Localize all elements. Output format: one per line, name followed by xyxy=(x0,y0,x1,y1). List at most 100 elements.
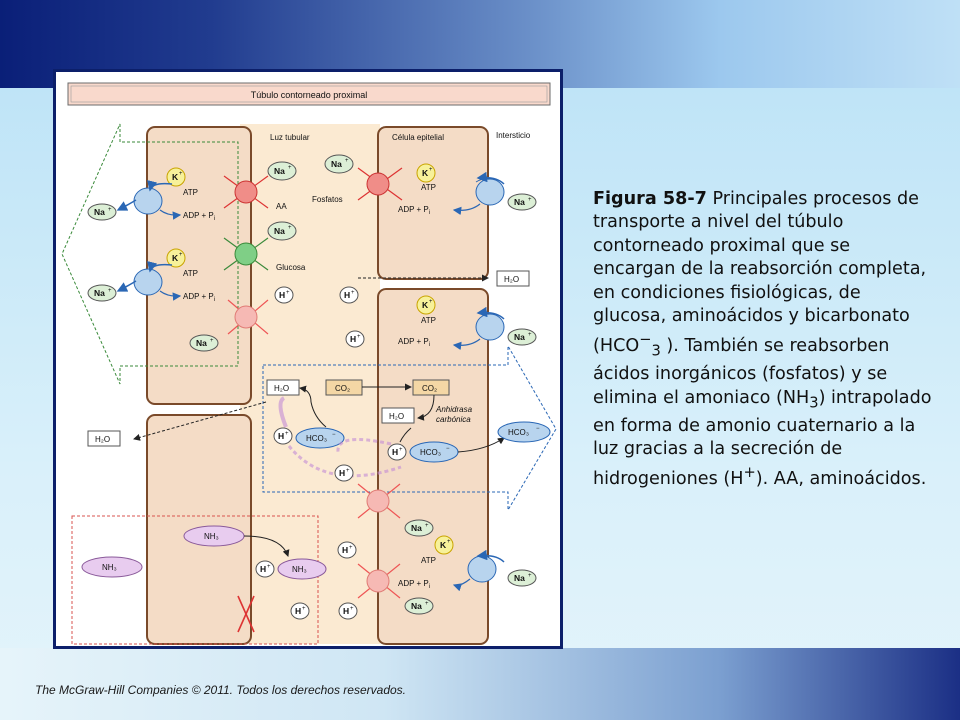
svg-text:HCO₃: HCO₃ xyxy=(508,428,529,437)
svg-text:+: + xyxy=(528,332,532,338)
svg-text:+: + xyxy=(288,225,292,231)
transport-diagram: Túbulo contorneado proximal Luz tubular … xyxy=(61,82,557,645)
na-glucose-cotransporter: Na + Glucosa xyxy=(223,221,306,272)
na-aa-cotransporter: Na + AA xyxy=(223,161,297,211)
h2o-box-right xyxy=(496,270,530,287)
svg-text:H: H xyxy=(339,468,345,478)
caption-sub-3: 3 xyxy=(651,342,661,360)
reabsorption-arrow-left xyxy=(61,123,239,385)
caption-text-1: Principales procesos de transporte a niv… xyxy=(593,189,927,357)
svg-text:H: H xyxy=(392,447,398,457)
svg-text:+: + xyxy=(286,290,290,296)
ammonia-box xyxy=(71,515,319,645)
svg-text:K: K xyxy=(172,253,179,263)
diagram-panel: Túbulo contorneado proximal Luz tubular … xyxy=(53,69,563,649)
svg-text:+: + xyxy=(425,523,429,529)
svg-text:+: + xyxy=(350,606,354,612)
svg-text:Na: Na xyxy=(94,207,105,217)
h-ion-lumen-2: H + xyxy=(345,330,365,348)
background-footer-band xyxy=(0,648,960,720)
svg-text:+: + xyxy=(108,207,112,213)
figure-caption: Figura 58-7 Principales procesos de tran… xyxy=(593,188,938,492)
svg-text:+: + xyxy=(210,338,214,344)
svg-text:+: + xyxy=(357,334,361,340)
svg-text:+: + xyxy=(288,165,292,171)
svg-text:H: H xyxy=(344,290,350,300)
svg-text:CO₂: CO₂ xyxy=(422,384,437,393)
ammonia-pathway: NH₃ NH₃ H + NH₃ H + xyxy=(81,525,327,633)
svg-text:+: + xyxy=(425,601,429,607)
svg-text:ADP + P: ADP + P xyxy=(398,337,429,346)
svg-text:+: + xyxy=(345,158,349,164)
svg-text:+: + xyxy=(349,545,353,551)
cell-left-top xyxy=(146,126,252,405)
h-ion-lumen-3: H + xyxy=(334,464,354,482)
svg-text:ADP + P: ADP + P xyxy=(183,211,214,220)
svg-text:+: + xyxy=(267,564,271,570)
na-k-pump-right-3: K + Na + ATP ADP + P i xyxy=(398,535,537,592)
na-h-exchanger-left: H + Na + xyxy=(189,286,294,352)
cell-right-top xyxy=(377,126,489,280)
bicarbonate-arrow-right xyxy=(262,344,557,512)
svg-text:Na: Na xyxy=(274,226,285,236)
svg-text:NH₃: NH₃ xyxy=(102,563,117,572)
na-k-pump-left-1: K + Na + ATP ADP + P i xyxy=(87,167,215,222)
svg-text:Na: Na xyxy=(514,197,525,207)
svg-text:H₂O: H₂O xyxy=(504,275,519,284)
svg-text:Fosfatos: Fosfatos xyxy=(312,195,343,204)
svg-text:AA: AA xyxy=(276,202,287,211)
caption-sup-plus: + xyxy=(743,464,756,482)
svg-text:+: + xyxy=(302,606,306,612)
svg-text:ATP: ATP xyxy=(183,269,198,278)
svg-text:H: H xyxy=(279,290,285,300)
svg-text:K: K xyxy=(440,540,447,550)
bicarbonate-chemistry: H₂O CO₂ CO₂ H₂O Anhidrasa carbónica H + … xyxy=(266,379,551,478)
svg-text:−: − xyxy=(536,426,540,432)
svg-text:CO₂: CO₂ xyxy=(335,384,350,393)
svg-text:ATP: ATP xyxy=(421,183,436,192)
title-bar xyxy=(67,82,551,106)
svg-text:ATP: ATP xyxy=(421,316,436,325)
svg-text:i: i xyxy=(214,297,215,303)
svg-text:Na: Na xyxy=(411,601,422,611)
svg-text:NH₃: NH₃ xyxy=(292,565,307,574)
svg-text:+: + xyxy=(179,252,183,258)
caption-figure-number: Figura 58-7 xyxy=(593,189,707,209)
cell-right-bottom xyxy=(377,288,489,645)
svg-text:Anhidrasa: Anhidrasa xyxy=(435,405,473,414)
svg-text:H₂O: H₂O xyxy=(389,412,404,421)
caption-sup-minus: − xyxy=(639,331,652,349)
svg-text:+: + xyxy=(447,539,451,545)
na-phosphate-cotransporter: Na + Fosfatos xyxy=(312,154,403,204)
svg-text:Na: Na xyxy=(514,573,525,583)
title-text: Túbulo contorneado proximal xyxy=(251,90,368,100)
na-k-pump-right-2: K + Na + ATP ADP + P i xyxy=(398,295,537,351)
svg-text:H: H xyxy=(342,545,348,555)
svg-text:K: K xyxy=(172,172,179,182)
svg-text:+: + xyxy=(108,288,112,294)
svg-text:+: + xyxy=(528,573,532,579)
svg-text:K: K xyxy=(422,168,429,178)
svg-text:i: i xyxy=(429,210,430,216)
svg-text:+: + xyxy=(429,299,433,305)
svg-text:+: + xyxy=(429,167,433,173)
caption-sub-3b: 3 xyxy=(809,394,819,412)
caption-text-2: ). También se reabsorben ácidos inorgáni… xyxy=(593,336,890,408)
svg-text:Na: Na xyxy=(274,166,285,176)
svg-text:i: i xyxy=(429,342,430,348)
svg-text:ATP: ATP xyxy=(421,556,436,565)
svg-text:+: + xyxy=(285,431,289,437)
h-ion-lumen-1: H + xyxy=(339,286,359,304)
svg-text:+: + xyxy=(399,447,403,453)
na-k-pump-right-1: K + Na + ATP ADP + P i xyxy=(398,163,537,216)
svg-text:+: + xyxy=(179,171,183,177)
svg-text:NH₃: NH₃ xyxy=(204,532,219,541)
svg-text:+: + xyxy=(528,197,532,203)
svg-text:i: i xyxy=(214,216,215,222)
na-k-pump-left-2: K + Na + ATP ADP + P i xyxy=(87,248,215,303)
svg-text:+: + xyxy=(346,468,350,474)
interstitium-label: Intersticio xyxy=(496,131,531,140)
svg-text:Na: Na xyxy=(514,332,525,342)
svg-text:H: H xyxy=(295,606,301,616)
svg-text:Na: Na xyxy=(196,338,207,348)
